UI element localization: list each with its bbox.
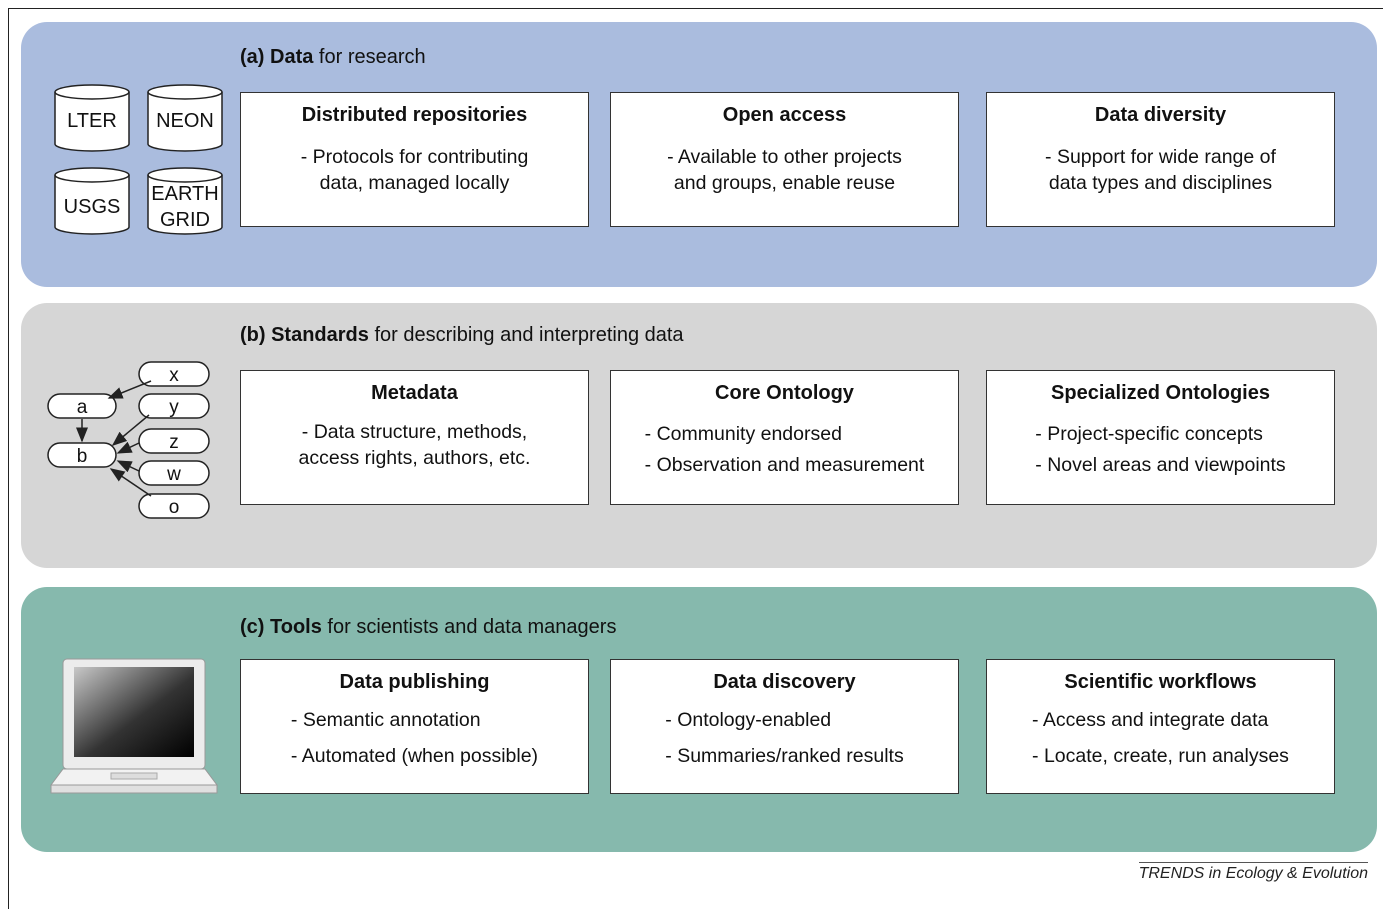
list-item: - Semantic annotation [290, 709, 481, 731]
card-text: - Support for wide range of data types a… [1045, 146, 1276, 194]
laptop-icon [50, 658, 218, 794]
card-data-publishing: Data publishing - Semantic annotation - … [240, 659, 589, 794]
card-title: Data discovery [713, 671, 856, 693]
database-icon [147, 167, 223, 235]
list-item: - Automated (when possible) [290, 745, 539, 767]
panel-b-title: (b) Standards for describing and interpr… [240, 324, 684, 346]
card-title: Distributed repositories [301, 104, 528, 126]
graph-node-z: z [169, 432, 179, 453]
panel-tools: (c) Tools for scientists and data manage… [21, 587, 1377, 852]
card-text: - Available to other projects and groups… [667, 146, 902, 194]
source-credit: TRENDS in Ecology & Evolution [1138, 862, 1368, 883]
card-title: Specialized Ontologies [1051, 382, 1270, 404]
panel-a-title: (a) Data for research [240, 46, 426, 68]
card-list: - Access and integrate data - Locate, cr… [1032, 702, 1289, 774]
card-open-access: Open access - Available to other project… [610, 92, 959, 227]
panel-c-title: (c) Tools for scientists and data manage… [240, 616, 617, 638]
card-text: - Data structure, methods, access rights… [298, 421, 531, 469]
list-item: - Observation and measurement [644, 454, 925, 476]
card-title: Metadata [371, 382, 458, 404]
graph-node-o: o [169, 497, 180, 518]
graph-node-a: a [77, 397, 88, 418]
card-metadata: Metadata - Data structure, methods, acce… [240, 370, 589, 505]
card-data-diversity: Data diversity - Support for wide range … [986, 92, 1335, 227]
card-scientific-workflows: Scientific workflows - Access and integr… [986, 659, 1335, 794]
graph-node-w: w [166, 464, 181, 485]
card-specialized-ontologies: Specialized Ontologies - Project-specifi… [986, 370, 1335, 505]
list-item: - Summaries/ranked results [665, 745, 904, 767]
card-text: - Protocols for contributing data, manag… [300, 146, 529, 194]
list-item: - Project-specific concepts [1035, 423, 1263, 445]
panel-data-for-research: (a) Data for research LTER NEON USGS EAR… [21, 22, 1377, 287]
ontology-graph-icon: a b x y z w o [47, 361, 210, 519]
database-usgs: USGS [54, 167, 130, 235]
panel-standards: (b) Standards for describing and interpr… [21, 303, 1377, 568]
list-item: - Access and integrate data [1032, 709, 1269, 731]
database-icon [54, 84, 130, 152]
card-title: Open access [722, 104, 847, 126]
card-list: - Community endorsed - Observation and m… [645, 419, 925, 481]
list-item: - Ontology-enabled [665, 709, 832, 731]
list-item: - Community endorsed [644, 423, 842, 445]
database-earth-grid: EARTH GRID [147, 167, 223, 235]
list-item: - Novel areas and viewpoints [1035, 454, 1286, 476]
card-list: - Semantic annotation - Automated (when … [291, 702, 538, 774]
card-title: Data diversity [1094, 104, 1227, 126]
graph-node-x: x [169, 365, 179, 386]
database-neon: NEON [147, 84, 223, 152]
database-lter: LTER [54, 84, 130, 152]
graph-node-y: y [169, 397, 179, 418]
database-icon [147, 84, 223, 152]
list-item: - Locate, create, run analyses [1032, 745, 1289, 767]
figure-frame [8, 8, 1383, 909]
graph-node-b: b [77, 446, 88, 467]
card-title: Data publishing [339, 671, 490, 693]
card-data-discovery: Data discovery - Ontology-enabled - Summ… [610, 659, 959, 794]
card-title: Scientific workflows [1064, 671, 1257, 693]
card-distributed-repositories: Distributed repositories - Protocols for… [240, 92, 589, 227]
database-icon [54, 167, 130, 235]
card-core-ontology: Core Ontology - Community endorsed - Obs… [610, 370, 959, 505]
card-list: - Project-specific concepts - Novel area… [1035, 419, 1285, 481]
card-title: Core Ontology [715, 382, 854, 404]
card-list: - Ontology-enabled - Summaries/ranked re… [665, 702, 903, 774]
